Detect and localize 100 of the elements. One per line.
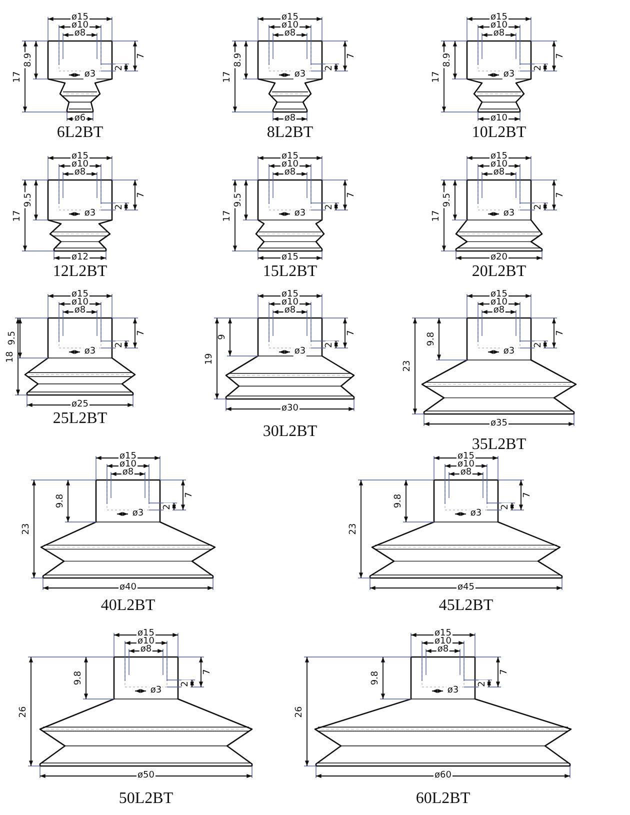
dimension-label: 17 [224,70,232,84]
dimension-label: ø50 [136,772,156,780]
dimension-label: 17 [14,208,22,222]
dimension-label: ø3 [293,210,307,218]
dimension-label: 2 [478,680,488,688]
dimension-label: ø3 [149,686,163,696]
dimension-label: ø15 [118,452,138,462]
dimension-label: ø3 [83,210,97,218]
dimension-label: ø3 [83,348,97,356]
dimension-label: 2 [116,203,124,211]
dimension-label: ø8 [492,168,506,178]
dimension-label: 9.8 [428,330,436,348]
dimension-label: 7 [524,491,532,499]
dimension-label: 19 [206,352,214,366]
dimension-label: 2 [116,64,124,72]
dimension-label: ø8 [121,468,135,478]
dimension-label: ø15 [70,14,90,22]
dimension-label: 9.8 [56,492,66,510]
dimension-label: 9.5 [234,192,244,208]
dimension-label: ø3 [502,70,516,80]
dimension-label: 7 [556,191,566,199]
dimension-label: 2 [326,341,334,349]
model-caption: 25L2BT [52,411,108,427]
dimension-label: ø15 [490,290,508,300]
model-caption: 50L2BT [118,791,174,807]
model-caption: 60L2BT [416,791,470,807]
dimension-label: 9 [218,333,228,341]
dimension-label: ø20 [490,254,508,262]
dimension-label: ø15 [434,630,452,638]
dimension-label: ø10 [490,114,508,124]
dimension-label: ø8 [459,468,473,478]
dimension-label: ø15 [70,152,90,162]
dimension-label: ø8 [283,114,297,124]
dimension-label: ø15 [490,14,508,22]
dimension-label: 23 [350,522,358,536]
dimension-label: 9.5 [444,192,452,208]
dimension-label: 18 [6,350,16,364]
dimension-label: 8.9 [444,52,452,68]
dimension-label: 17 [432,208,442,222]
dimension-label: ø8 [283,30,297,38]
model-caption: 40L2BT [100,598,156,614]
dimension-label: ø40 [118,584,138,592]
dimension-label: 7 [348,329,356,337]
dimension-label: 17 [224,208,232,222]
model-caption: 12L2BT [52,264,108,280]
dimension-label: ø3 [293,70,307,80]
model-caption: 15L2BT [262,264,318,280]
dimension-label: 2 [326,64,334,72]
dimension-label: ø45 [456,584,476,592]
dimension-label: 8.9 [234,52,244,68]
dimension-label: ø15 [70,290,90,300]
dimension-label: 26 [20,704,28,718]
dimension-label: 17 [432,70,442,84]
dimension-label: 2 [164,503,172,511]
dimension-label: 2 [534,203,544,211]
dimension-label: 7 [500,668,510,676]
dimension-label: 7 [204,668,212,676]
dimension-label: 7 [556,329,566,337]
dimension-label: 2 [534,341,544,349]
dimension-label: ø3 [502,348,516,356]
dimension-label: 7 [138,191,146,199]
dimension-label: ø15 [456,452,476,462]
dimension-label: 2 [326,203,334,211]
dimension-label: 17 [14,70,22,84]
dimension-label: ø35 [490,420,508,428]
dimension-label: ø12 [70,254,90,262]
dimension-label: 2 [502,503,510,511]
dimension-label: 9.5 [24,192,34,208]
dimension-label: 7 [556,52,566,60]
dimension-label: 9.8 [74,670,84,686]
model-caption: 6L2BT [56,125,104,141]
dimension-label: 23 [22,522,32,536]
dimension-label: 23 [404,359,412,373]
dimension-label: ø3 [293,348,307,356]
dimension-label: 7 [138,329,146,337]
dimension-label: 2 [182,680,190,688]
dimension-label: 7 [186,491,194,499]
dimension-label: ø15 [280,254,300,262]
dimension-label: ø8 [73,30,87,38]
dimension-label: 7 [348,52,356,60]
dimension-label: ø8 [436,646,450,654]
dimension-label: ø3 [446,686,460,696]
dimension-label: 2 [116,341,124,349]
dimension-label: ø15 [490,152,508,162]
dimension-label: 7 [138,52,146,60]
dimension-label: 9.8 [394,492,404,510]
model-caption: 8L2BT [266,125,314,141]
dimension-label: ø15 [136,630,156,638]
dimension-label: ø60 [434,772,452,780]
model-caption: 10L2BT [472,125,526,141]
dimension-label: 8.9 [24,52,34,68]
dimension-label: 9.8 [372,670,380,686]
dimension-label: 26 [296,704,304,718]
dimension-label: 7 [348,191,356,199]
dimension-label: ø3 [131,510,145,518]
dimension-label: 9.5 [8,330,18,346]
model-caption: 30L2BT [262,424,318,440]
dimension-label: ø15 [280,290,300,300]
dimension-label: ø30 [280,404,300,414]
dimension-label: ø8 [283,168,297,178]
